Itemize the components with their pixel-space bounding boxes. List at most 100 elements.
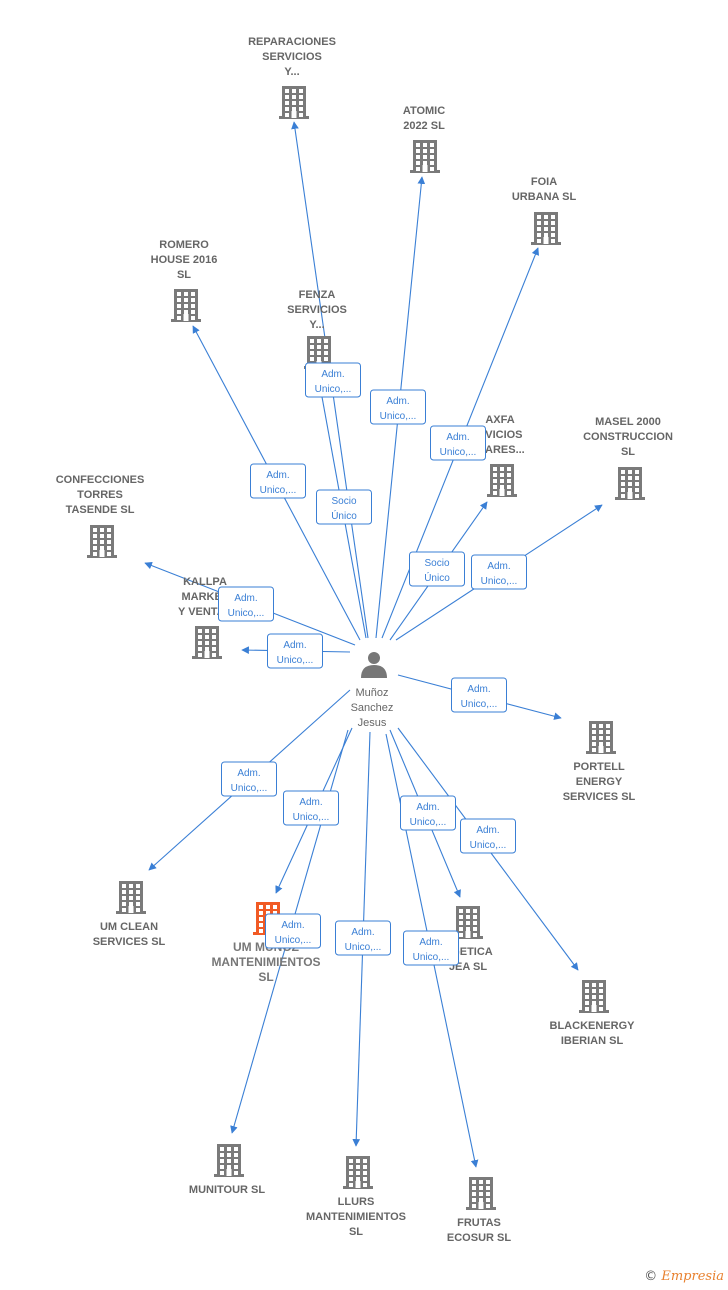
company-name-line: TORRES	[77, 489, 123, 501]
edge-label-box[interactable]	[316, 489, 372, 525]
company-name-line: ROMERO	[159, 239, 209, 251]
edge-label-text: Unico,...	[440, 447, 477, 458]
building-icon	[87, 525, 117, 558]
building-icon	[171, 289, 201, 322]
edge-labels-layer: Adm.Unico,...SocioÚnicoAdm.Unico,...Adm.…	[218, 362, 527, 966]
company-name-line: KALLPA	[183, 576, 227, 588]
person-icon	[361, 652, 387, 678]
building-icon	[586, 721, 616, 754]
edge-label-ummunoz[interactable]: Adm.Unico,...	[283, 790, 339, 826]
building-icon	[279, 86, 309, 119]
company-name-line: SERVICIOS	[287, 304, 347, 316]
edge-label-text: Adm.	[416, 802, 439, 813]
edge-label-box[interactable]	[451, 677, 507, 713]
person-name-line: Muñoz	[355, 687, 388, 699]
edge-label-confecciones[interactable]: Adm.Unico,...	[218, 586, 274, 622]
edge-label-masel[interactable]: Adm.Unico,...	[471, 554, 527, 590]
company-name-line: MASEL 2000	[595, 416, 661, 428]
building-icon	[343, 1156, 373, 1189]
edge-label-box[interactable]	[400, 795, 456, 831]
edge-label-portell[interactable]: Adm.Unico,...	[451, 677, 507, 713]
edge-label-box[interactable]	[403, 930, 459, 966]
building-icon	[579, 980, 609, 1013]
edge-label-text: Adm.	[281, 920, 304, 931]
company-name-line: MANTENIMIENTOS	[306, 1211, 406, 1223]
building-icon	[410, 140, 440, 173]
company-name-line: MANTENIMIENTOS	[211, 955, 320, 969]
edge-label-umclean[interactable]: Adm.Unico,...	[221, 761, 277, 797]
edge-label-box[interactable]	[460, 818, 516, 854]
building-icon	[487, 464, 517, 497]
footer-brand: © Empresia	[644, 1269, 724, 1284]
edge-label-llurs[interactable]: Adm.Unico,...	[335, 920, 391, 956]
company-name-line: SERVICIOS	[262, 51, 322, 63]
company-name-line: RVICIOS	[477, 429, 522, 441]
edge-label-box[interactable]	[221, 761, 277, 797]
company-node-ummunoz[interactable]: UM MUÑOZMANTENIMIENTOSSL	[211, 902, 321, 984]
company-name-line: CONFECCIONES	[56, 474, 145, 486]
company-name-line: Y...	[309, 319, 324, 331]
company-name-line: HOUSE 2016	[151, 254, 218, 266]
edge-label-box[interactable]	[250, 463, 306, 499]
edge-label-text: Adm.	[266, 470, 289, 481]
edge-label-kallpa[interactable]: Adm. Unico,...	[267, 633, 323, 669]
company-name-line: MARKET	[181, 591, 228, 603]
edge-label-box[interactable]	[370, 389, 426, 425]
company-name-line: BLACKENERGY	[550, 1020, 636, 1032]
company-name-line: FOIA	[531, 176, 557, 188]
edge-label-text: Unico,...	[260, 485, 297, 496]
company-name-line: REPARACIONES	[248, 36, 336, 48]
company-node-fenza[interactable]: FENZASERVICIOSY...	[287, 289, 347, 369]
building-icon	[214, 1144, 244, 1177]
company-node-reparaciones[interactable]: REPARACIONES SERVICIOS Y...	[248, 36, 336, 119]
edge-label-energetica[interactable]: Adm.Unico,...	[400, 795, 456, 831]
company-node-axfa[interactable]: AXFARVICIOSLIARES...	[475, 414, 525, 497]
edge-label-text: Unico,...	[228, 608, 265, 619]
company-name-line: 2022 SL	[403, 120, 445, 132]
building-icon	[453, 906, 483, 939]
edge-label-box[interactable]	[265, 913, 321, 949]
edge-label-romero[interactable]: Adm. Unico,...	[250, 463, 306, 499]
company-name-line: Y...	[284, 66, 299, 78]
company-name-line: SL	[177, 269, 191, 281]
edge-label-box[interactable]	[409, 551, 465, 587]
edge-label-text: Unico,...	[293, 812, 330, 823]
company-node-confecciones[interactable]: CONFECCIONES TORRES TASENDE SL	[56, 474, 145, 558]
edge-label-reparaciones[interactable]: Adm.Unico,...	[305, 362, 361, 398]
edge-label-box[interactable]	[335, 920, 391, 956]
edge-label-box[interactable]	[471, 554, 527, 590]
company-name-line: TASENDE SL	[66, 504, 135, 516]
company-name-line: ECOSUR SL	[447, 1232, 511, 1244]
edge-label-frutas[interactable]: Adm.Unico,...	[403, 930, 459, 966]
edge-label-box[interactable]	[283, 790, 339, 826]
edge-label-text: Unico,...	[277, 655, 314, 666]
person-name-line: Sanchez	[351, 702, 394, 714]
edge-label-munitour[interactable]: Adm.Unico,...	[265, 913, 321, 949]
company-name-line: AXFA	[485, 414, 514, 426]
edge-label-text: Adm.	[283, 640, 306, 651]
building-icon	[615, 467, 645, 500]
edge-label-box[interactable]	[430, 425, 486, 461]
company-node-munitour[interactable]: MUNITOUR SL	[189, 1144, 265, 1196]
edge-label-foia[interactable]: Adm.Unico,...	[430, 425, 486, 461]
company-name-line: CONSTRUCCION	[583, 431, 673, 443]
edge-label-text: Adm.	[419, 937, 442, 948]
edge-label-blackenergy[interactable]: Adm.Unico,...	[460, 818, 516, 854]
edge-label-box[interactable]	[267, 633, 323, 669]
edge-label-box[interactable]	[305, 362, 361, 398]
edge-label-atomic[interactable]: Adm.Unico,...	[370, 389, 426, 425]
edge-label-text: Adm.	[386, 396, 409, 407]
edge-label-box[interactable]	[218, 586, 274, 622]
